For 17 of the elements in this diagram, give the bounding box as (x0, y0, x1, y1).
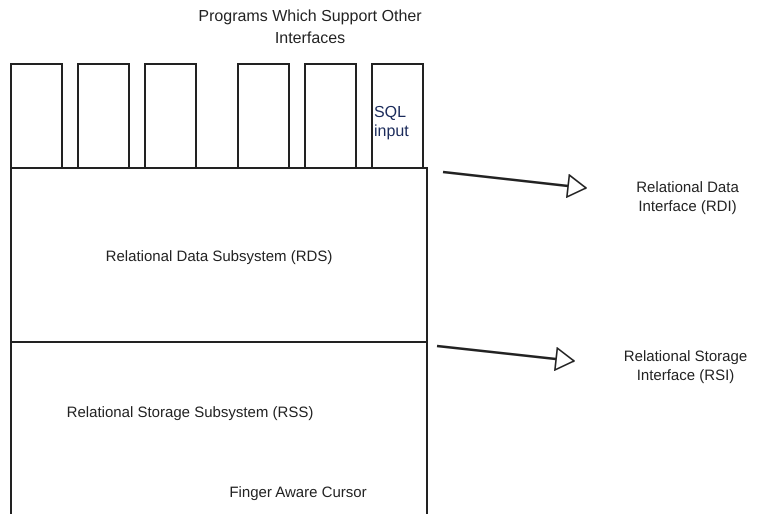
program-box (144, 63, 197, 169)
box-label: Finger Aware Cursor (228, 483, 368, 502)
interface-label: Relational Storage Interface (RSI) (622, 347, 748, 385)
program-box (77, 63, 130, 169)
program-box (237, 63, 290, 169)
heading: Programs Which Support Other Interfaces (197, 7, 423, 49)
subsystem-box (10, 167, 428, 343)
program-box (304, 63, 357, 169)
box-label: Relational Data Subsystem (RDS) (104, 247, 334, 266)
interface-label: Relational Data Interface (RDI) (635, 178, 740, 216)
box-label: SQL input (374, 103, 410, 141)
arrow (442, 170, 587, 198)
program-box (371, 63, 424, 169)
arrow (436, 344, 575, 371)
subsystem-box (10, 341, 428, 514)
program-box (10, 63, 63, 169)
box-label: Relational Storage Subsystem (RSS) (66, 403, 314, 422)
